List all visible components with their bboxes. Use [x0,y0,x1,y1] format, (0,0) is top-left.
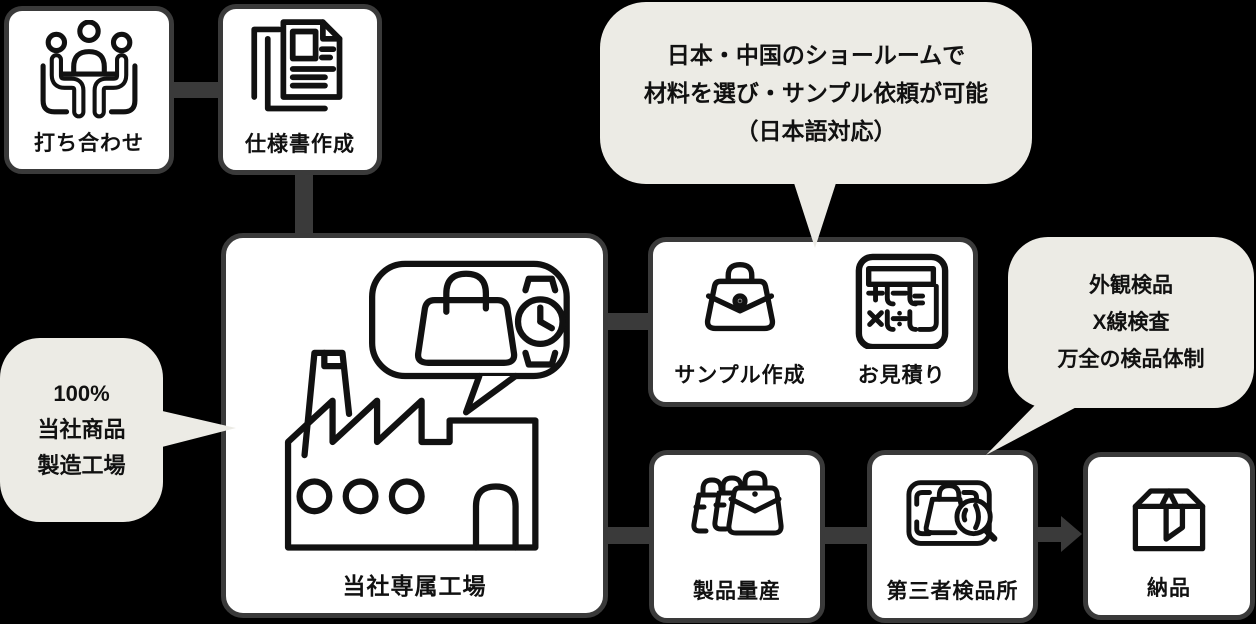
node-inspection: 第三者検品所 [867,450,1038,623]
bubble-line: （日本語対応） [735,118,897,144]
node-label: 第三者検品所 [886,580,1019,603]
node-label: 打ち合わせ [34,132,144,155]
node-label: 製品量産 [693,580,781,603]
bubble-showroom-note: 日本・中国のショールームで 材料を選び・サンプル依頼が可能 （日本語対応） [600,2,1032,184]
bubble-inspection-note: 外観検品 X線検査 万全の検品体制 [1008,237,1254,408]
node-label: お見積り [857,364,946,387]
sample-column: サンプル作成 [674,251,805,389]
bubble-line: 材料を選び・サンプル依頼が可能 [643,80,989,106]
bubble-showroom-note-tail [793,180,837,248]
bubble-line: 製造工場 [37,453,126,478]
node-delivery: 納品 [1083,452,1255,620]
node-mass-production: 製品量産 [649,450,825,623]
node-meeting: 打ち合わせ [4,6,174,174]
connector-meeting-spec [170,82,222,98]
bubble-line: 当社商品 [37,417,126,442]
estimate-column: お見積り [852,251,952,389]
connector-inspection-delivery [1034,527,1064,542]
node-sample-estimate: サンプル作成 [648,237,978,407]
bubble-factory-note: 100% 当社商品 製造工場 [0,338,163,522]
bags-icon [691,470,784,536]
node-label: 仕様書作成 [245,133,355,156]
node-label: 納品 [1147,577,1191,600]
node-factory: 当社専属工場 [221,233,608,618]
calculator-icon [855,253,948,349]
factory-speech-icon [284,260,570,551]
bubble-line: X線検査 [1092,311,1170,334]
node-label: サンプル作成 [674,364,806,387]
node-spec: 仕様書作成 [218,4,382,175]
connector-mass-inspection [821,527,871,544]
bubble-line: 万全の検品体制 [1057,348,1205,371]
bubble-factory-note-tail [158,410,236,448]
bubble-line: 外観検品 [1089,274,1173,297]
connector-factory-mass [604,527,652,544]
meeting-people-icon [40,20,138,119]
document-icon [251,19,343,112]
bubble-line: 100% [53,381,110,406]
handbag-icon [704,262,776,332]
node-label: 当社専属工場 [342,573,487,599]
connector-spec-factory [295,171,313,237]
package-box-icon [1132,488,1206,552]
inspection-scan-icon [905,480,997,546]
bubble-line: 日本・中国のショールームで [666,42,966,68]
arrow-right-icon [1061,516,1082,552]
connector-factory-sample [604,313,652,330]
bubble-inspection-note-tail [986,402,1086,455]
